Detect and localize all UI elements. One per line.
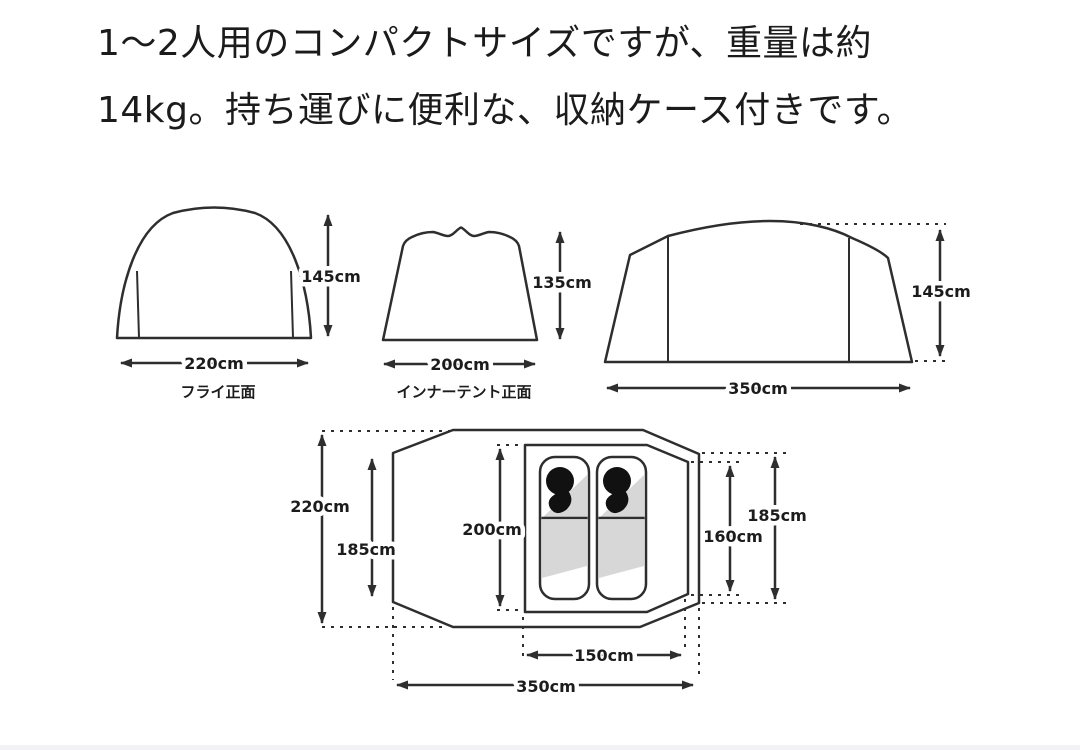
side-view-height-label: 145cm	[911, 282, 971, 301]
product-description: 1〜2人用のコンパクトサイズですが、重量は約 14kg。持ち運びに便利な、収納ケ…	[97, 10, 997, 144]
fly-front-caption: フライ正面	[180, 383, 255, 401]
floor-plan-fly-outline	[391, 428, 701, 629]
floor-plan-inner-end-label: 160cm	[703, 527, 763, 546]
sleeping-bag-1-shoulder	[548, 491, 572, 514]
floor-plan-right-wall-label: 185cm	[747, 506, 807, 525]
side-view-outline	[603, 219, 914, 364]
floor-plan-diagram: 220cm 185cm 200cm 160cm 185cm 150cm 350c…	[286, 428, 811, 701]
side-view-length-label: 350cm	[728, 379, 788, 398]
inner-front-width-label: 200cm	[430, 355, 490, 374]
fly-front-outline	[115, 206, 313, 340]
side-view-diagram: 145cm 350cm	[603, 219, 975, 403]
floor-plan-total-length-label: 350cm	[516, 677, 576, 696]
fly-front-height-label: 145cm	[301, 267, 361, 286]
floor-plan-inner-tent-outline	[523, 443, 690, 614]
fly-front-width-label: 220cm	[184, 354, 244, 373]
floor-plan-total-depth-label: 220cm	[290, 497, 350, 516]
floor-plan-inner-depth-label: 200cm	[462, 520, 522, 539]
sleeping-bag-1-lower-shade	[542, 520, 587, 578]
inner-front-diagram: 135cm 200cm インナーテント正面	[381, 226, 596, 401]
sleeping-bag-1-head	[546, 467, 574, 495]
bottom-divider-bar	[0, 745, 1080, 750]
floor-plan-inner-width-label: 150cm	[574, 646, 634, 665]
fly-front-right-seam	[290, 270, 294, 339]
sleeping-bag-2-lower-shade	[599, 520, 644, 578]
description-line-2: 14kg。持ち運びに便利な、収納ケース付きです。	[97, 90, 914, 131]
floor-plan-left-wall-label: 185cm	[336, 540, 396, 559]
fly-front-left-seam	[136, 270, 140, 339]
sleeping-bag-2	[595, 455, 648, 601]
sleeping-bag-2-head	[603, 467, 631, 495]
fly-front-diagram: 145cm 220cm フライ正面	[115, 206, 365, 401]
inner-front-caption: インナーテント正面	[396, 383, 531, 401]
sleeping-bag-2-shoulder	[605, 491, 629, 514]
description-line-1: 1〜2人用のコンパクトサイズですが、重量は約	[97, 23, 873, 64]
inner-front-outline	[381, 226, 539, 342]
sleeping-bag-1	[538, 455, 591, 601]
inner-front-height-label: 135cm	[532, 273, 592, 292]
